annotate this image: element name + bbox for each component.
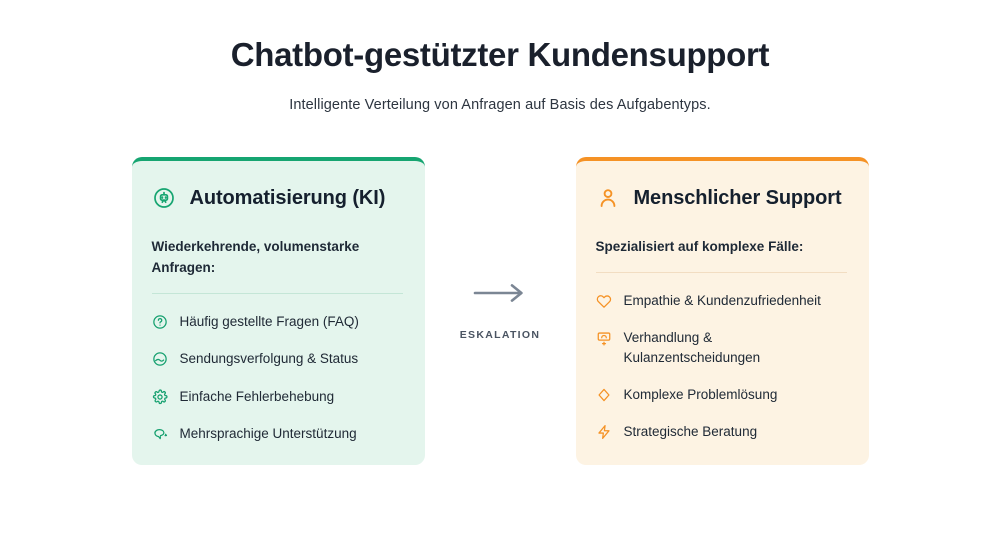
- escalation-arrow-group: ESKALATION: [425, 157, 576, 341]
- list-item-label: Einfache Fehlerbehebung: [179, 388, 335, 404]
- list-item-label: Häufig gestellte Fragen (FAQ): [179, 314, 359, 330]
- list-item-label: Sendungsverfolgung & Status: [179, 351, 359, 367]
- languages-icon: [152, 426, 168, 442]
- list-item-label: Komplexe Problemlösung: [623, 386, 778, 402]
- header: Chatbot-gestützter Kundensupport Intelli…: [0, 0, 1000, 113]
- list-item-label: Verhandlung & Kulanzentscheidungen: [623, 330, 761, 365]
- list-item-label: Empathie & Kundenzufriedenheit: [623, 293, 821, 309]
- card-human-support: Menschlicher Support Spezialisiert auf k…: [575, 157, 869, 465]
- list-item: Häufig gestellte Fragen (FAQ): [152, 312, 403, 331]
- person-icon: [596, 186, 620, 210]
- list-item: Komplexe Problemlösung: [596, 385, 847, 404]
- arrow-right-icon: [471, 282, 529, 304]
- card-automation-title: Automatisierung (KI): [189, 187, 386, 209]
- card-human-support-title: Menschlicher Support: [633, 187, 842, 209]
- card-plus-icon: [596, 330, 612, 347]
- comparison-columns: Automatisierung (KI) Wiederkehrende, vol…: [0, 157, 1000, 465]
- list-item: Empathie & Kundenzufriedenheit: [596, 291, 847, 310]
- package-tracking-icon: [152, 351, 168, 367]
- list-item: Verhandlung & Kulanzentscheidungen: [596, 328, 847, 366]
- card-human-support-subheading: Spezialisiert auf komplexe Fälle:: [595, 239, 804, 255]
- list-item: Einfache Fehlerbehebung: [152, 387, 403, 406]
- card-automation-list: Häufig gestellte Fragen (FAQ) Sendungsve…: [152, 312, 403, 443]
- bot-circle-icon: [152, 186, 176, 210]
- card-automation-subheading: Wiederkehrende, volumenstarke Anfragen:: [151, 239, 360, 276]
- gear-icon: [152, 389, 168, 405]
- card-automation-head: Automatisierung (KI): [152, 185, 403, 211]
- card-automation-divider: [151, 293, 403, 295]
- card-human-support-list: Empathie & Kundenzufriedenheit Verhandlu…: [596, 291, 847, 441]
- page-title: Chatbot-gestützter Kundensupport: [230, 36, 770, 73]
- list-item-label: Strategische Beratung: [623, 423, 758, 439]
- list-item: Strategische Beratung: [596, 422, 847, 441]
- card-human-support-head: Menschlicher Support: [596, 185, 847, 211]
- help-circle-icon: [152, 314, 168, 330]
- list-item-label: Mehrsprachige Unterstützung: [179, 425, 357, 441]
- lightning-icon: [596, 424, 612, 440]
- list-item: Mehrsprachige Unterstützung: [152, 424, 403, 443]
- gem-icon: [596, 387, 612, 403]
- list-item: Sendungsverfolgung & Status: [152, 349, 403, 368]
- card-automation: Automatisierung (KI) Wiederkehrende, vol…: [131, 157, 425, 465]
- heart-icon: [596, 293, 612, 309]
- card-human-support-divider: [595, 272, 847, 274]
- page-subtitle: Intelligente Verteilung von Anfragen auf…: [289, 96, 711, 113]
- escalation-label: ESKALATION: [459, 329, 541, 341]
